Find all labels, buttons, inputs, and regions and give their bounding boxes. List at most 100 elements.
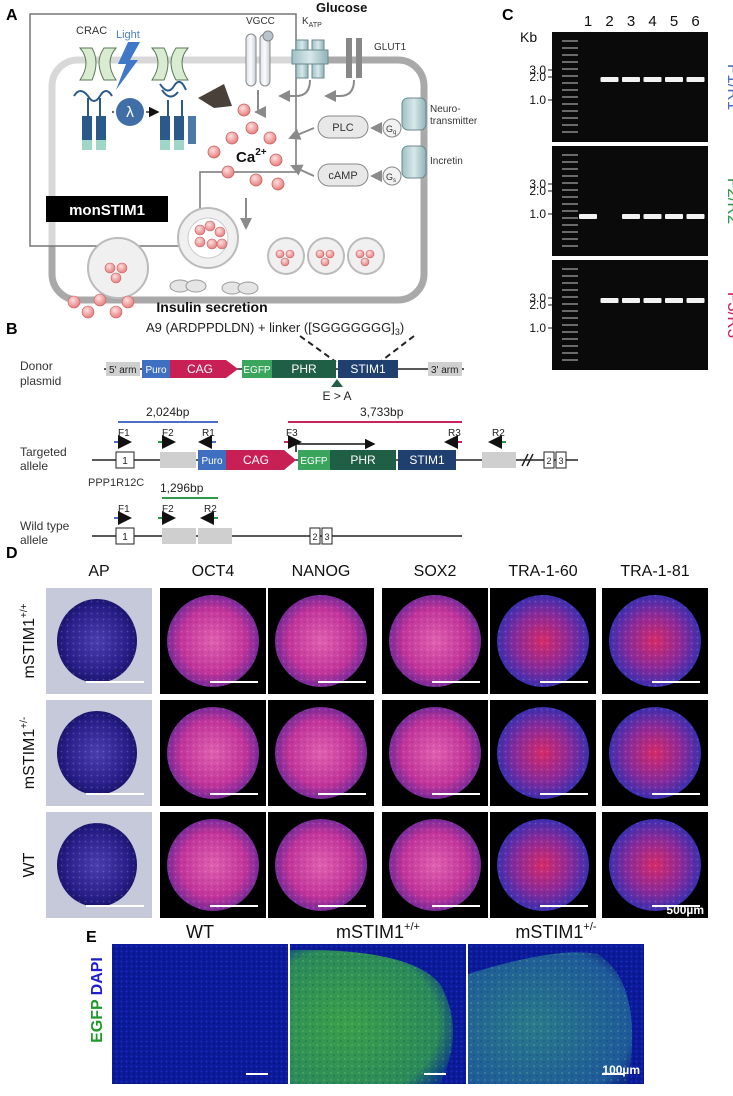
- primer-r2: R2: [492, 428, 505, 439]
- targeted-label-1: Targeted: [20, 445, 67, 459]
- stim1-label: STIM1: [350, 362, 386, 376]
- light-label: Light: [116, 29, 140, 41]
- plc-label: PLC: [332, 122, 353, 134]
- bp-1296: 1,296bp: [160, 481, 204, 495]
- gs-label: Gs: [386, 172, 396, 184]
- primer-pair-label: F3/R3: [724, 292, 733, 338]
- activation-arrow: [198, 84, 232, 108]
- lane-label: 6: [691, 13, 699, 30]
- ladder-band: [562, 82, 578, 84]
- row-header: WT: [21, 852, 38, 877]
- lane-label: 3: [627, 13, 635, 30]
- crac-label: CRAC: [76, 25, 107, 37]
- bp-3733: 3,733bp: [360, 405, 404, 419]
- lane-label: 2: [605, 13, 613, 30]
- gs-circle: [382, 166, 402, 186]
- gel-band: [643, 298, 662, 303]
- svg-text:CAG: CAG: [243, 453, 269, 467]
- panel-letter-a: A: [6, 7, 18, 24]
- insulin-vesicles: [87, 207, 385, 299]
- insulin-secretion-label: Insulin secretion: [156, 299, 267, 315]
- wildtype-label-2: allele: [20, 533, 48, 547]
- ladder-band: [562, 54, 578, 56]
- glut1-label: GLUT1: [374, 42, 407, 53]
- camp-label: cAMP: [328, 170, 357, 182]
- vgcc-sensor: [262, 30, 274, 42]
- svg-text:F2: F2: [162, 504, 174, 515]
- ladder-band: [562, 175, 578, 177]
- ladder-band: [562, 338, 578, 340]
- donor-label-2: plasmid: [20, 374, 61, 388]
- cag-arrow: [170, 360, 238, 378]
- svg-text:3: 3: [324, 532, 329, 542]
- primer-r1: R1: [202, 428, 215, 439]
- plc-box: [317, 115, 369, 139]
- gel-band: [665, 77, 683, 82]
- scale-label-d: 500µm: [666, 903, 704, 917]
- incretin-label: Incretin: [430, 156, 463, 167]
- ladder-band: [562, 96, 578, 98]
- lane-label: 5: [670, 13, 678, 30]
- ladder-band: [562, 189, 578, 191]
- egfp-box-3: [160, 140, 170, 150]
- mutation-marker: [331, 379, 343, 387]
- column-header: AP: [88, 563, 109, 580]
- marker-label: 3.0: [529, 291, 546, 305]
- primer-r3: R3: [448, 428, 461, 439]
- arrow-glucose-katp: [324, 79, 355, 102]
- phr-label: PHR: [291, 362, 317, 376]
- gel-band: [643, 214, 662, 219]
- targeted-exon-1: [115, 451, 135, 469]
- panel-a: A CRAC Light λ: [6, 0, 478, 319]
- lightning-icon: [116, 42, 140, 90]
- svg-text:EGFP: EGFP: [300, 456, 328, 467]
- ladder-band: [562, 47, 578, 49]
- ladder-band: [562, 154, 578, 156]
- gel-band: [600, 77, 619, 82]
- camp-box: [317, 163, 369, 187]
- svg-text:R2: R2: [204, 504, 217, 515]
- gq-circle: [382, 118, 402, 138]
- katp-channel-mid: [291, 49, 329, 65]
- ladder-band: [562, 196, 578, 198]
- crac-channel-right: [150, 47, 190, 81]
- stim-box-2: [96, 116, 106, 144]
- targeted-puro-box: [198, 450, 226, 470]
- panel-letter-e: E: [86, 929, 97, 946]
- panel-letter-c: C: [502, 7, 514, 24]
- primer-pair-label: F1/R1: [724, 64, 733, 110]
- column-header: NANOG: [292, 563, 351, 580]
- kb-label: Kb: [520, 29, 537, 45]
- svg-text:2: 2: [312, 532, 317, 542]
- svg-text:F1: F1: [118, 504, 130, 515]
- gel-band: [600, 298, 619, 303]
- row-header: mSTIM1+/+: [19, 603, 38, 678]
- vgcc-channel-left: [245, 33, 257, 87]
- stim1-box: [338, 360, 398, 378]
- phr-box: [272, 360, 336, 378]
- lane-label: 4: [648, 13, 656, 30]
- stim-box-1: [82, 116, 92, 144]
- svg-text:1: 1: [122, 456, 128, 467]
- gel-band: [686, 77, 705, 82]
- puro-label: Puro: [145, 365, 167, 376]
- column-header: TRA-1-60: [508, 563, 577, 580]
- mutation-label: E > A: [322, 389, 351, 403]
- gel-band: [622, 214, 640, 219]
- wildtype-exon-1: [115, 527, 135, 545]
- panel-letter-d: D: [6, 545, 18, 562]
- column-header: TRA-1-81: [620, 563, 689, 580]
- calcium-ions: [207, 103, 285, 191]
- targeted-phr-box: [330, 450, 396, 470]
- glut1-channel-2: [356, 38, 362, 78]
- katp-label: KATP: [302, 16, 322, 29]
- ladder-band: [562, 61, 578, 63]
- marker-label: 1.0: [529, 93, 546, 107]
- lane-label: 1: [584, 13, 592, 30]
- ladder-band: [562, 275, 578, 277]
- egfp-label: EGFP: [243, 365, 271, 376]
- stim1-inactive: [73, 90, 113, 118]
